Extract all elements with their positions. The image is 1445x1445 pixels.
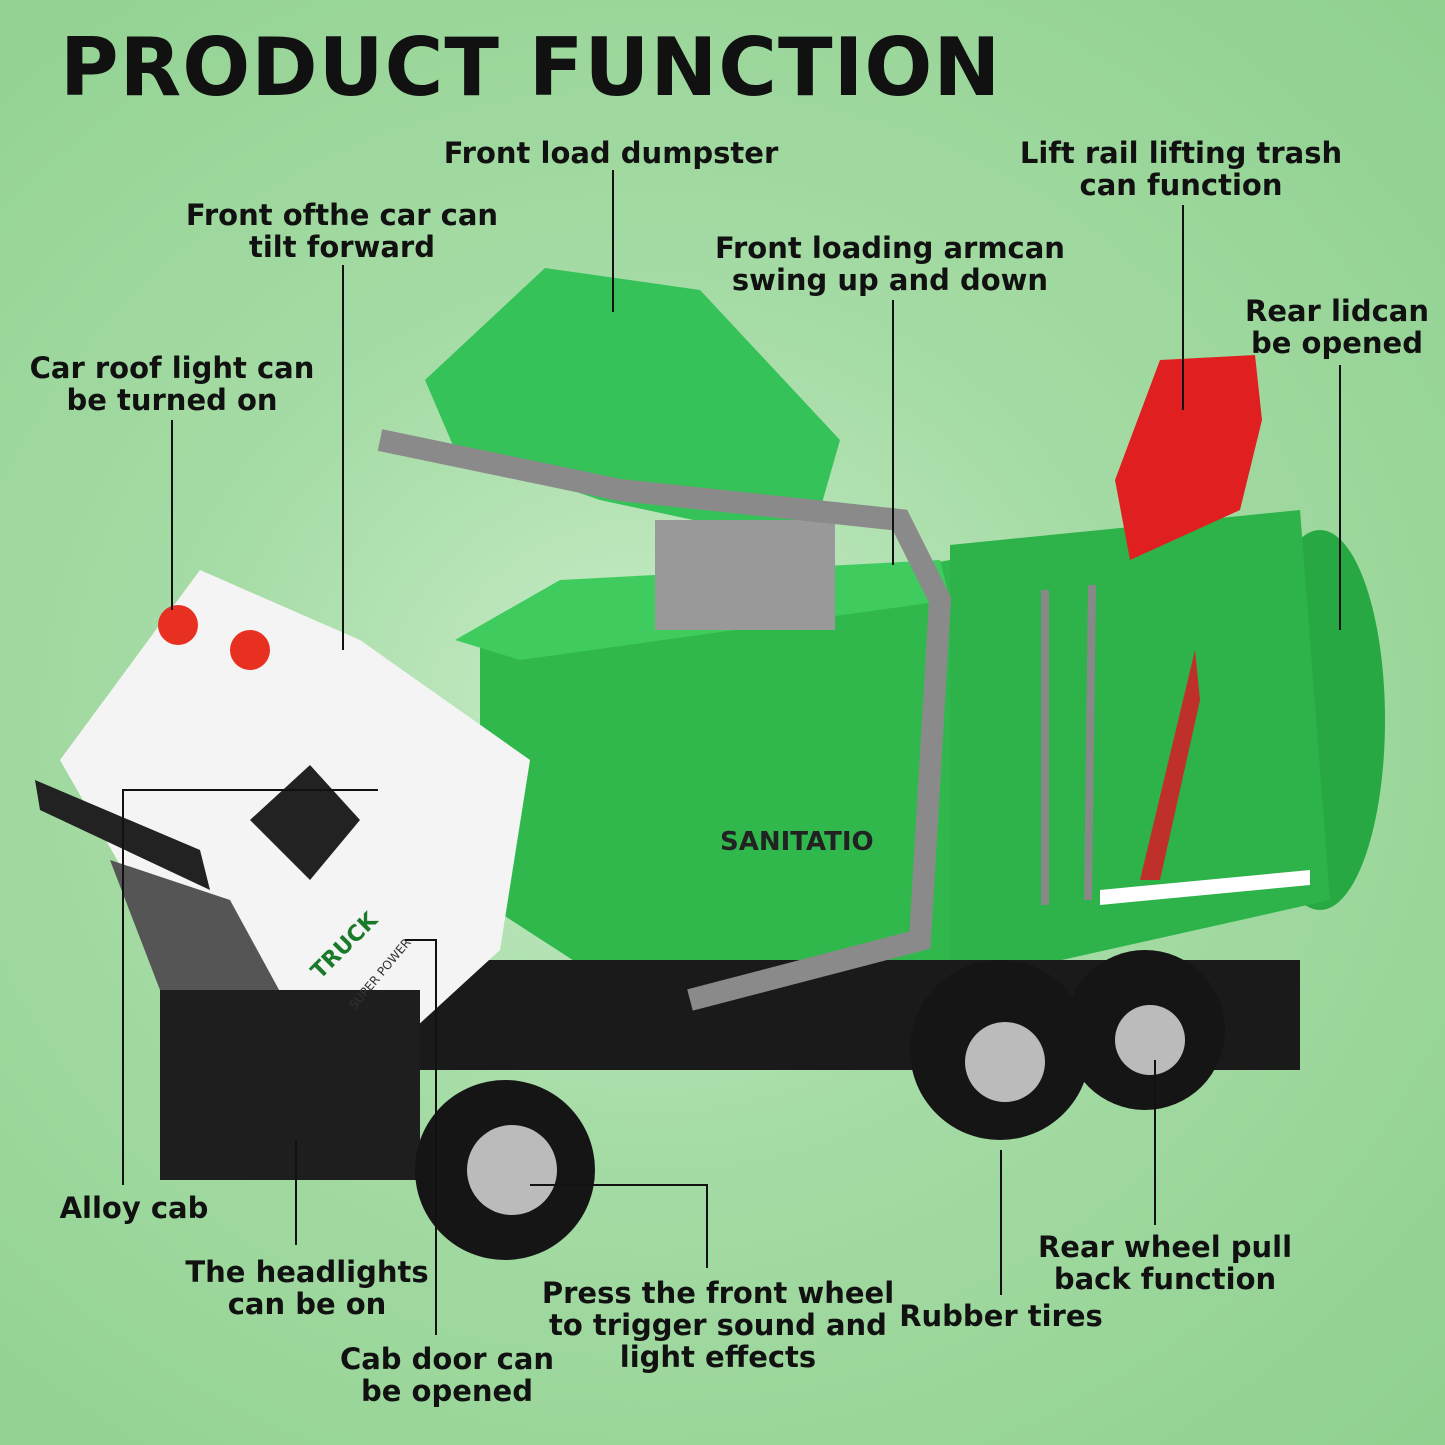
label-alloy-cab: Alloy cab xyxy=(59,1191,209,1225)
leader-lines xyxy=(122,170,1341,1335)
label-rubber-tires: Rubber tires xyxy=(899,1299,1103,1333)
label-front-load-dumpster: Front load dumpster xyxy=(443,136,779,170)
truck-side-text: SANITATIO xyxy=(720,827,874,857)
page-title: PRODUCT FUNCTION xyxy=(60,21,1002,114)
